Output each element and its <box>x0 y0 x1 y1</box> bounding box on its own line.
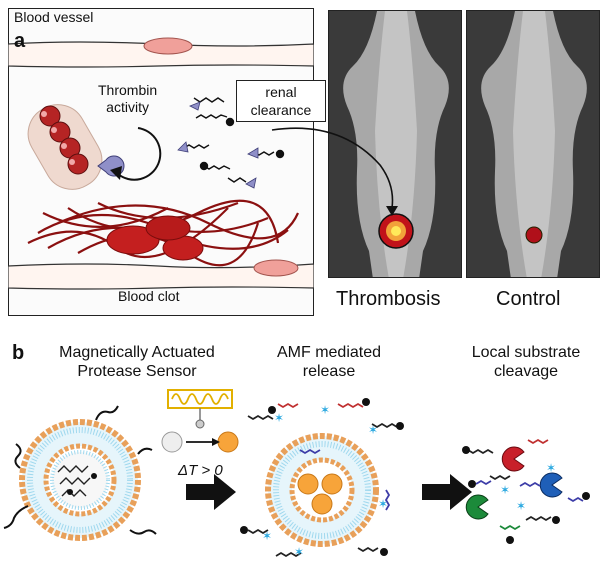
activity-cycle-arrow <box>110 127 162 181</box>
mouse-silhouette-icon <box>481 11 587 277</box>
step3-title: Local substrate cleavage <box>456 343 596 381</box>
renal-clearance-box: renal clearance <box>236 80 326 122</box>
thrombosis-label: Thrombosis <box>336 288 441 310</box>
liposome-2: ✶ ✶ ✶ ✶ ✶ ✶ <box>240 398 404 559</box>
cleavage-products: ✶ ✶ ✶ <box>462 438 590 544</box>
step3-line-1: Local substrate <box>471 344 581 361</box>
step2-title: AMF mediated release <box>262 343 396 381</box>
step1-title: Magnetically Actuated Protease Sensor <box>34 343 240 381</box>
thrombin-line-2: activity <box>106 99 149 115</box>
control-image <box>466 10 600 278</box>
svg-text:✶: ✶ <box>516 499 526 513</box>
renal-arrow <box>271 127 398 216</box>
process-arrow-2 <box>422 474 472 510</box>
panel-a-letter: a <box>14 30 26 52</box>
svg-text:✶: ✶ <box>368 423 378 437</box>
renal-line-2: clearance <box>250 102 312 118</box>
heating-coil-icon <box>161 389 239 453</box>
panel-b-diagram: ✶ ✶ ✶ ✶ ✶ ✶ ✶ <box>3 389 590 559</box>
protease-red-icon <box>501 446 525 472</box>
blood-clot-icon <box>27 199 300 267</box>
thrombin-line-1: Thrombin <box>98 82 158 98</box>
renal-line-1: renal <box>265 84 297 100</box>
svg-text:✶: ✶ <box>274 411 284 425</box>
control-label: Control <box>496 288 561 310</box>
liposome-1 <box>3 405 157 541</box>
panel-b-letter: b <box>12 342 25 364</box>
protease-green-icon <box>465 494 489 520</box>
svg-text:✶: ✶ <box>320 403 330 417</box>
step1-line-1: Magnetically Actuated <box>59 344 215 361</box>
cleaved-fragments <box>177 97 285 189</box>
blood-clot-label: Blood clot <box>118 288 180 304</box>
delta-t-label: ΔT > 0 <box>178 462 223 479</box>
step3-line-2: cleavage <box>493 363 559 380</box>
vessel-diagram <box>8 37 314 290</box>
svg-text:✶: ✶ <box>262 529 272 543</box>
substrate-chain-icon <box>27 104 103 190</box>
svg-text:✶: ✶ <box>500 483 510 497</box>
thrombin-activity-label: Thrombin activity <box>98 82 157 116</box>
step1-line-2: Protease Sensor <box>77 363 197 380</box>
mouse-silhouette-icon <box>343 11 449 277</box>
process-arrow-1 <box>186 474 236 510</box>
step2-line-1: AMF mediated <box>276 344 382 361</box>
svg-text:✶: ✶ <box>378 497 388 511</box>
svg-text:✶: ✶ <box>546 461 556 475</box>
blood-vessel-label: Blood vessel <box>14 9 94 25</box>
thrombosis-image <box>328 10 462 278</box>
protease-blue-icon <box>539 472 563 498</box>
svg-text:✶: ✶ <box>294 545 304 559</box>
step2-line-2: release <box>302 363 356 380</box>
